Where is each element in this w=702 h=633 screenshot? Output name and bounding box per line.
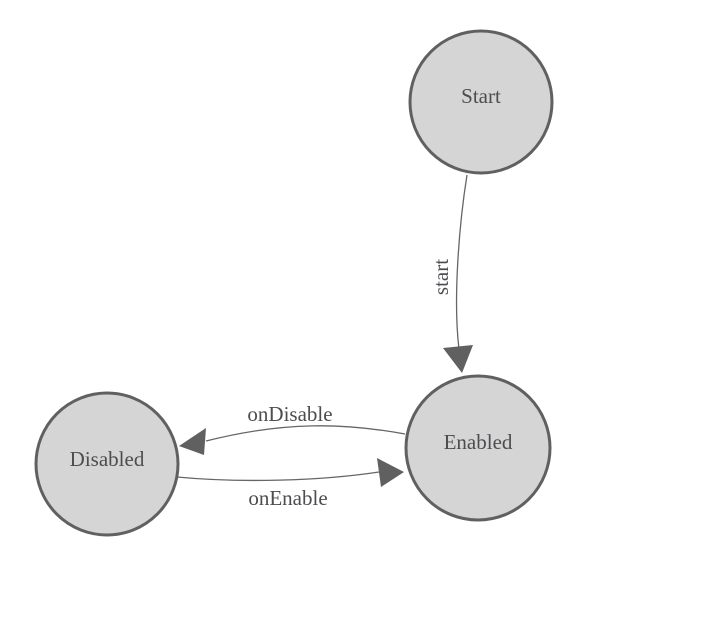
edge-label-onenable: onEnable [248, 486, 327, 510]
edge-line-start [455, 174, 468, 350]
state-node-start-circle[interactable] [408, 29, 554, 175]
state-node-enabled-circle[interactable] [404, 374, 552, 522]
transition-edge-enabled-to-disabled: onDisable [179, 402, 406, 455]
arrowhead-right-icon [377, 458, 404, 487]
state-node-enabled[interactable]: Enabled [404, 374, 552, 522]
transition-edge-disabled-to-enabled: onEnable [176, 458, 404, 510]
edge-label-start: start [429, 259, 453, 295]
state-node-enabled-label: Enabled [444, 430, 513, 454]
transition-edge-start-to-enabled: start [429, 174, 473, 373]
state-node-disabled-circle[interactable] [34, 391, 180, 537]
state-node-disabled[interactable]: Disabled [34, 391, 180, 537]
arrowhead-left-icon [179, 428, 206, 455]
state-node-disabled-label: Disabled [70, 447, 145, 471]
state-node-start[interactable]: Start [408, 29, 554, 175]
arrowhead-down-icon [443, 345, 473, 373]
edge-label-ondisable: onDisable [247, 402, 332, 426]
edge-line-ondisable [205, 425, 406, 442]
edge-line-onenable [176, 471, 380, 482]
state-node-start-label: Start [461, 84, 501, 108]
